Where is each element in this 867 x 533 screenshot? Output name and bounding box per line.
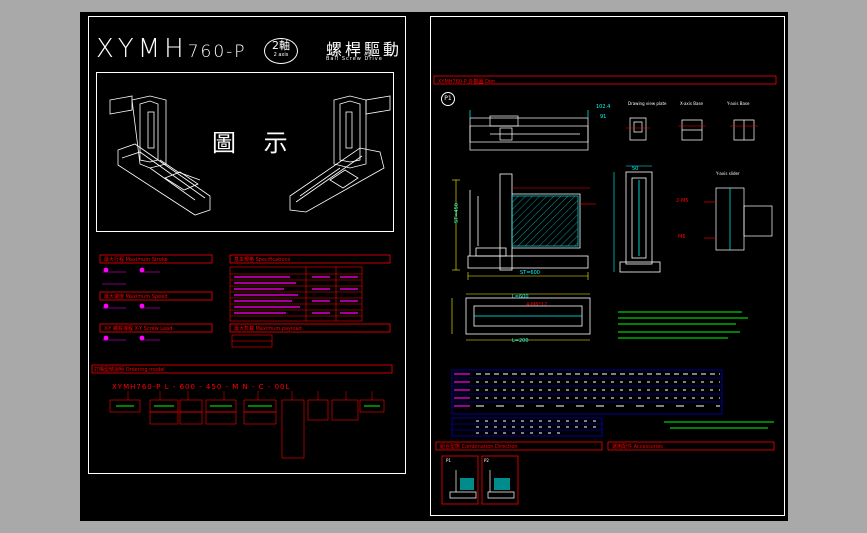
- detail-view-dims: [626, 125, 758, 129]
- plan-view: [465, 297, 591, 335]
- top-view: [469, 110, 589, 151]
- dim-d1: 102.4: [596, 104, 611, 110]
- dim-d10: M6: [678, 234, 686, 240]
- plan-view-dims: [451, 293, 590, 341]
- order-code: XYMH760-P L - 600 - 450 - M N - C - 00L: [112, 383, 291, 391]
- combo-thumb-hatch: [460, 478, 510, 490]
- note-right: [664, 421, 774, 429]
- drawing-canvas: [80, 12, 788, 521]
- slider-detail-dims: [704, 201, 716, 239]
- front-view: [619, 171, 661, 273]
- right-sheet-title: XYMH760-P 外觀圖 Dim: [438, 79, 496, 85]
- order-boxes: [109, 399, 385, 459]
- dim-d3: ST=600: [520, 270, 540, 276]
- left-value-marks: [103, 267, 145, 341]
- side-view-dims: [452, 179, 589, 280]
- bottom-section-bars: [435, 441, 775, 451]
- dim-d9: 50: [632, 166, 639, 172]
- axis-badge: 2軸 2 axis: [264, 38, 298, 64]
- max-payload-header: 最大負載 Maximum payload: [234, 326, 302, 332]
- figure-label: 圖 示: [212, 129, 298, 157]
- left-section-bars: [91, 254, 393, 374]
- dim-d7: 4-M6*12: [526, 302, 548, 308]
- payload-table: [231, 334, 273, 348]
- combo-mark-1: P1: [446, 458, 451, 463]
- side-view-red-dims: [512, 187, 596, 205]
- hatched-region: [511, 195, 579, 247]
- combo-thumbnails: [441, 455, 519, 505]
- notes: [618, 311, 748, 339]
- iso-sketch-right: [289, 95, 391, 213]
- view-label-1: Drawing view plate: [628, 101, 667, 106]
- data-table: [451, 369, 723, 437]
- axis-badge-en: 2 axis: [273, 52, 289, 58]
- slider-detail: [715, 187, 773, 251]
- dim-d6: L=200: [512, 338, 529, 344]
- data-table-headers: [454, 373, 470, 407]
- combination-header: 組合型態 Combination Direction: [440, 444, 518, 450]
- specifications-header: 基本規格 Specifications: [234, 257, 291, 263]
- side-view: [467, 173, 589, 271]
- drive-cn: 螺桿驅動: [326, 40, 403, 59]
- figure-box: [96, 72, 394, 232]
- spec-table: [229, 266, 363, 322]
- front-view-dims: [613, 165, 652, 272]
- left-value-lines: [102, 271, 160, 341]
- spec-table-text-lines: [234, 276, 358, 314]
- combo-thumb-drawings: [449, 470, 515, 499]
- view-label-4: Y-axis slider: [716, 171, 740, 176]
- mark-p1: P1: [441, 92, 455, 106]
- right-title-bar: [433, 75, 777, 85]
- max-speed-header: 最大速度 Maximum Speed: [104, 294, 168, 300]
- right-sheet: [430, 16, 785, 516]
- screw-lead-header: X-Y 螺桿導程 X-Y Screw Lead: [104, 326, 173, 332]
- ordering-header: 訂購型號說明 Ordering model: [94, 367, 165, 373]
- iso-sketch-left: [109, 95, 211, 216]
- dim-d2: 91: [600, 114, 607, 120]
- view-label-2: X-axis Base: [680, 101, 704, 106]
- data-table-cells: [476, 373, 720, 434]
- detail-views: [629, 117, 755, 141]
- left-sheet: [88, 16, 406, 474]
- accessories-header: 選用配件 Accessories: [612, 444, 663, 450]
- axis-badge-cn: 2軸: [272, 39, 290, 52]
- model-name: XYMH: [96, 34, 188, 64]
- max-stroke-header: 最大行程 Maximum Stroke: [104, 257, 168, 263]
- combo-mark-2: P2: [484, 458, 489, 463]
- order-connector-lines: [127, 391, 373, 400]
- view-label-3: Y-axis Base: [727, 101, 750, 106]
- model-suffix: 760-P: [187, 42, 247, 62]
- drive-en: Ball Screw Drive: [326, 56, 383, 62]
- dim-d5: L=600: [512, 294, 529, 300]
- dim-d8: 2-M5: [676, 198, 689, 204]
- model-title: XYMH760-P: [96, 34, 247, 64]
